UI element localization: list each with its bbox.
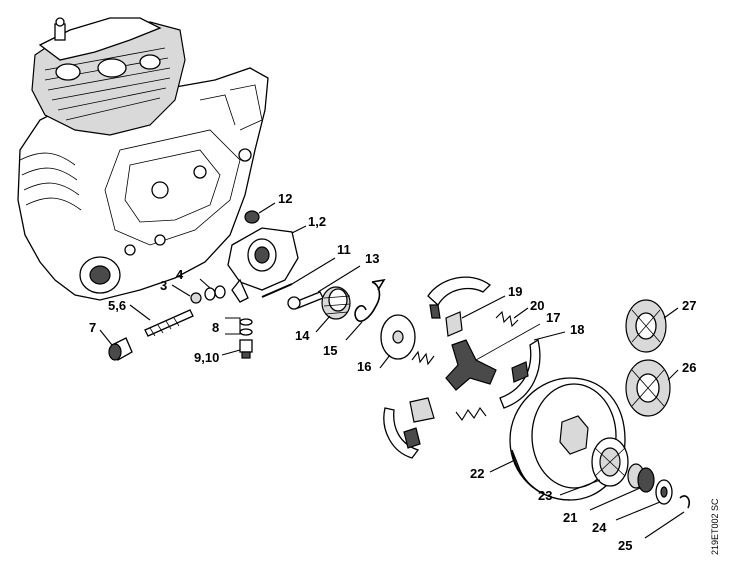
label-4: 4 xyxy=(176,267,184,282)
part-24-washer xyxy=(615,479,673,521)
label-12: 12 xyxy=(278,191,292,206)
part-8-o-rings xyxy=(225,317,253,336)
part-7-cap xyxy=(99,329,133,361)
label-7: 7 xyxy=(89,320,96,335)
label-15: 15 xyxy=(323,343,337,358)
part-3-screw xyxy=(171,284,202,304)
drawing-code: 219ET002 SC xyxy=(710,498,720,555)
part-16-washer xyxy=(379,314,416,369)
part-21-needle-bearing xyxy=(589,463,655,511)
part-25-e-clip xyxy=(644,495,691,539)
label-18: 18 xyxy=(570,322,584,337)
engine-housing xyxy=(17,17,269,301)
label-24: 24 xyxy=(592,520,607,535)
label-3: 3 xyxy=(160,278,167,293)
label-27: 27 xyxy=(682,298,696,313)
label-19: 19 xyxy=(508,284,522,299)
part-15-spring-wire xyxy=(345,278,386,341)
part-27-spur-sprocket xyxy=(625,299,679,353)
label-1-2: 1,2 xyxy=(308,214,326,229)
part-18-clutch-shoe xyxy=(499,331,566,409)
part-9-10-fitting xyxy=(221,339,253,359)
label-23: 23 xyxy=(538,488,552,503)
clutch-shoe-upper xyxy=(427,276,506,337)
part-14-worm-gear xyxy=(315,286,351,333)
part-spring-small xyxy=(411,350,487,421)
label-26: 26 xyxy=(682,360,696,375)
label-17: 17 xyxy=(546,310,560,325)
part-23-rim-sprocket xyxy=(559,437,629,496)
label-25: 25 xyxy=(618,538,632,553)
part-4-washers xyxy=(199,278,226,301)
label-13: 13 xyxy=(365,251,379,266)
part-17-clutch-carrier xyxy=(445,323,541,391)
label-9-10: 9,10 xyxy=(194,350,219,365)
label-16: 16 xyxy=(357,359,371,374)
part-5-6-screw-spring xyxy=(129,304,194,337)
part-20-spring xyxy=(495,307,529,328)
label-11: 11 xyxy=(337,242,351,257)
part-1-2-oil-pump xyxy=(227,225,307,303)
label-14: 14 xyxy=(295,328,310,343)
part-13-screw xyxy=(287,265,361,310)
clutch-shoe-lower xyxy=(383,397,435,459)
part-26-spur-sprocket xyxy=(625,359,679,417)
label-8: 8 xyxy=(212,320,219,335)
part-11-pin xyxy=(261,257,336,298)
label-5-6: 5,6 xyxy=(108,298,126,313)
label-20: 20 xyxy=(530,298,544,313)
label-22: 22 xyxy=(470,466,484,481)
part-12-plug xyxy=(244,202,276,224)
label-21: 21 xyxy=(563,510,577,525)
